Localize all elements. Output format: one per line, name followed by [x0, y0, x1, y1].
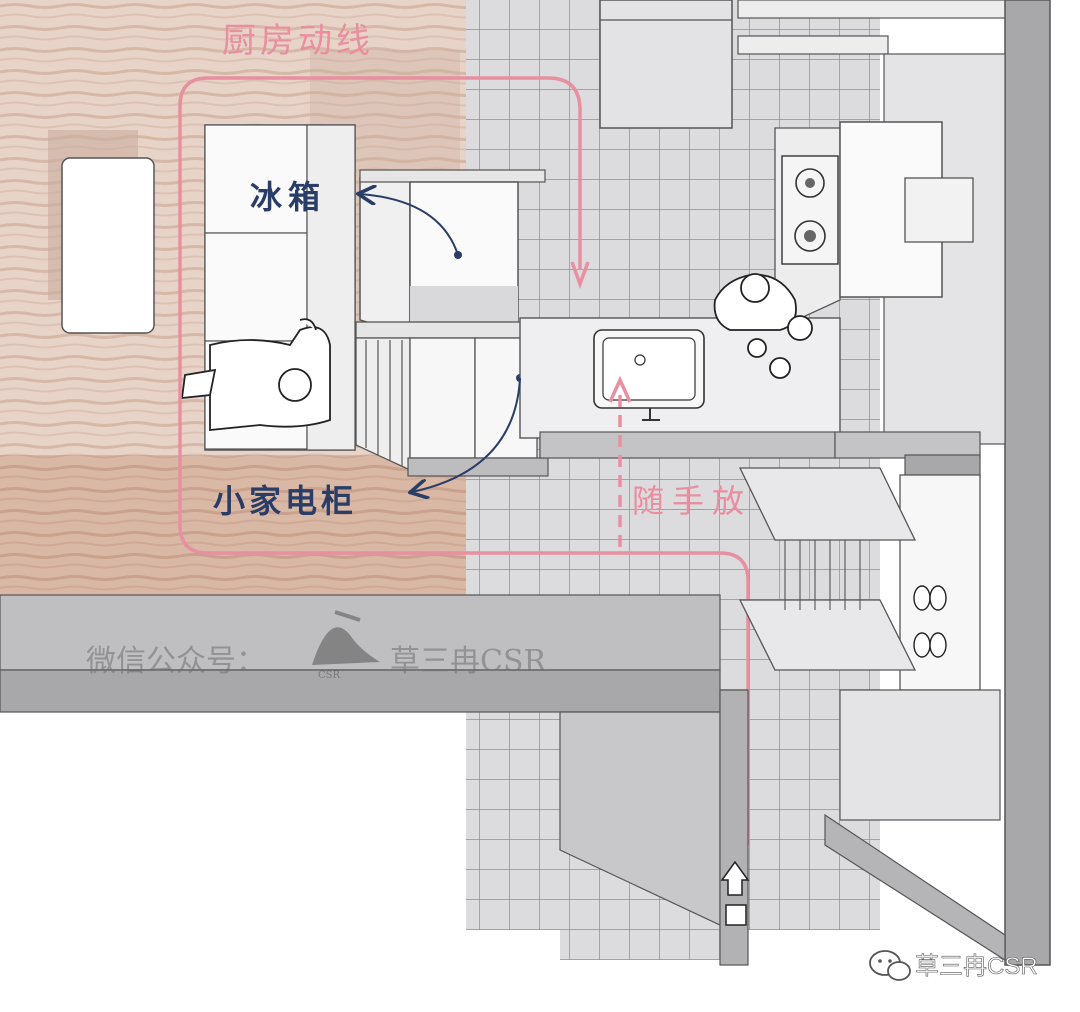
- wechat-icon: [869, 950, 911, 981]
- brand-badge: 草三冉CSR: [869, 950, 1038, 981]
- shoes-icon: [913, 585, 947, 658]
- entrance-arrow-icon: [720, 860, 750, 926]
- right-wall: [1004, 0, 1051, 966]
- watermark-logo-icon: [312, 610, 380, 665]
- appliance-cabinet-label: 小家电柜: [213, 482, 357, 520]
- dining-table: [61, 157, 155, 334]
- appliance-cabinet: [355, 321, 549, 477]
- living-wood-floor-shaded: [0, 455, 466, 595]
- fridge-label: 冰箱: [250, 178, 326, 216]
- watermark-text: 微信公众号：: [86, 644, 266, 679]
- cabinet-annotation-arrow: [412, 377, 521, 492]
- fridge-annotation-arrow: [360, 194, 459, 256]
- lower-walls: [0, 594, 1006, 966]
- cook-sketch: [713, 273, 813, 379]
- place-at-hand-label: 随手放: [632, 482, 752, 520]
- watermark-logo-text: CSR: [318, 670, 341, 681]
- flow-arrow-icon: [570, 261, 590, 290]
- person-on-sofa-sketch: [180, 318, 331, 431]
- sink-icon: [593, 329, 705, 421]
- gas-stove-icon: [781, 155, 839, 265]
- watermark: 微信公众号： CSR 草三冉CSR: [86, 610, 548, 681]
- wall-cabinet: [599, 0, 733, 129]
- bar-stool: [904, 177, 974, 243]
- fridge-cabinet: [359, 169, 546, 337]
- flow-title: 厨房动线: [222, 21, 374, 61]
- watermark-brand: 草三冉CSR: [390, 644, 548, 679]
- kitchen-flow-line: [178, 76, 750, 845]
- badge-text: 草三冉CSR: [915, 953, 1038, 980]
- shoe-cabinet: [738, 467, 981, 691]
